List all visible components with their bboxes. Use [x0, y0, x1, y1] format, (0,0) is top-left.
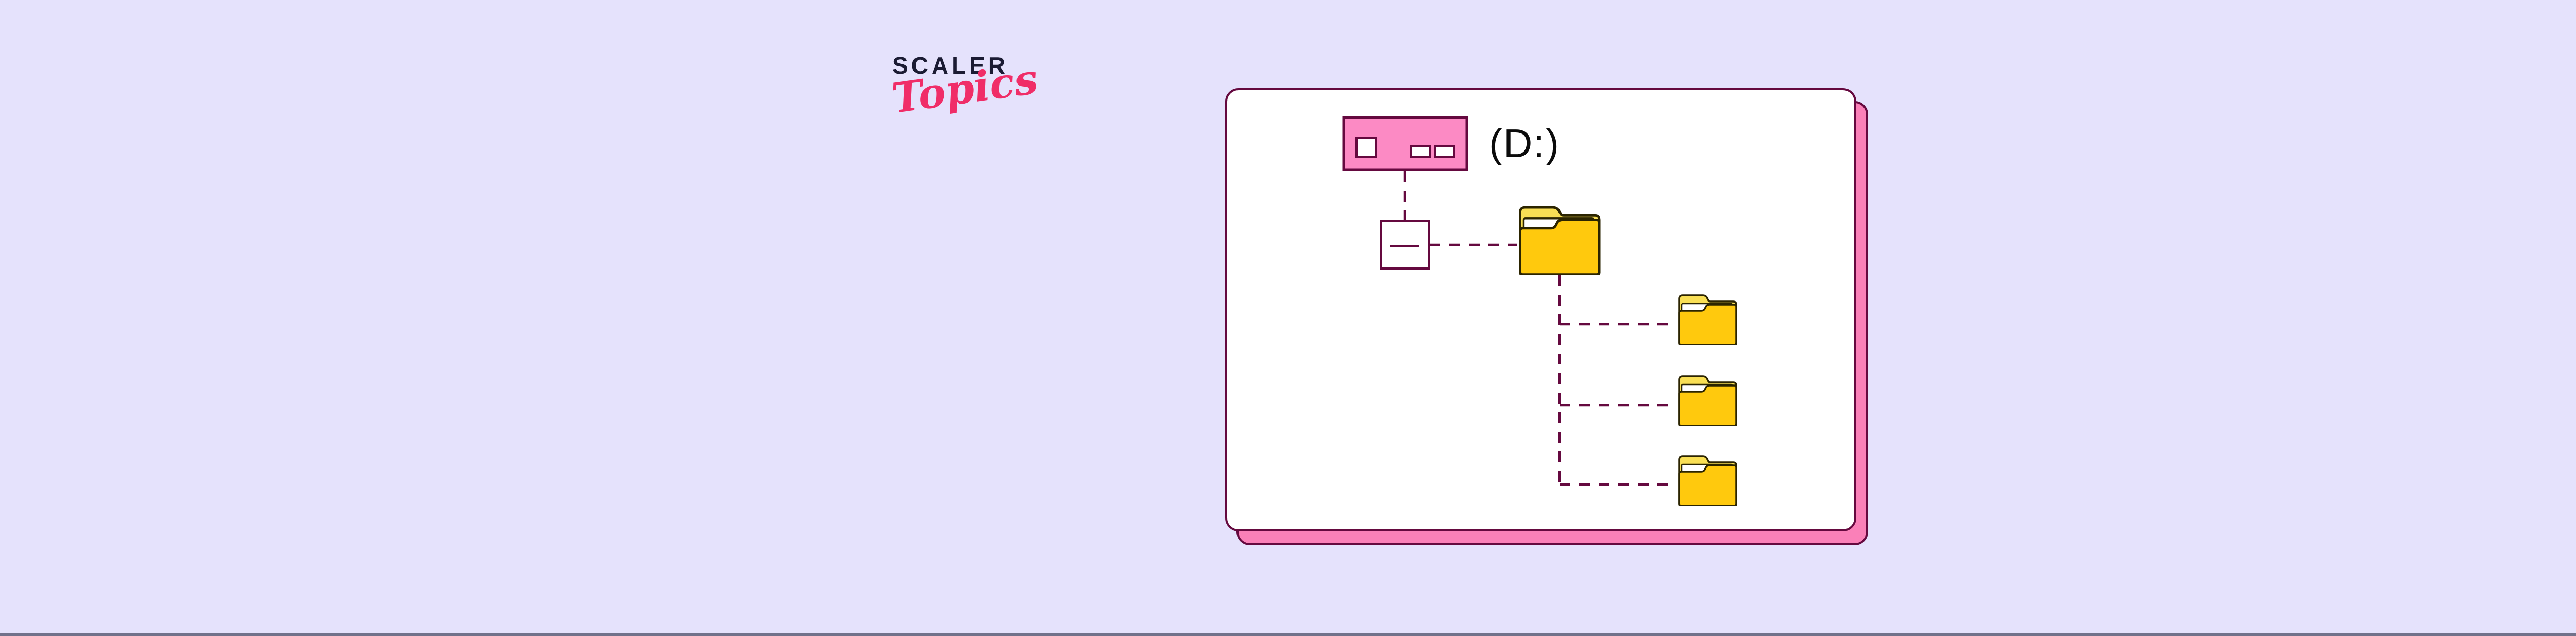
bottom-edge-line — [0, 633, 2576, 636]
subfolder-icon-3 — [1678, 455, 1737, 506]
scaler-topics-logo: SCALER Topics — [889, 52, 1041, 123]
logo-brand-text: SCALER — [892, 52, 1009, 79]
subfolder-icon-1 — [1678, 294, 1737, 345]
minus-collapse-icon — [1380, 220, 1430, 270]
tree-connector-lines — [1403, 171, 1677, 486]
diagram-card: (D:) — [1225, 88, 1856, 531]
subfolder-icon-2 — [1678, 375, 1737, 426]
drive-label: (D:) — [1489, 121, 1560, 166]
minus-bar — [1390, 245, 1419, 247]
root-folder-icon — [1519, 206, 1601, 275]
drive-icon — [1342, 116, 1468, 171]
